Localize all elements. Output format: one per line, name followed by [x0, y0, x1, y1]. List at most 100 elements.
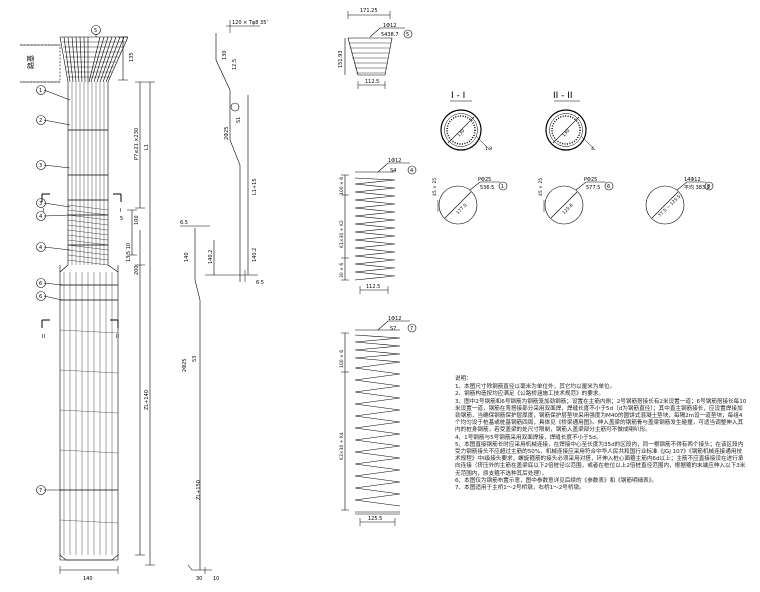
- ring-shape-6: [543, 181, 614, 225]
- hoop4-dim-c: 30 × 6: [339, 263, 345, 278]
- callout-num: 3: [39, 201, 42, 207]
- hoop4-width: 112.5: [366, 284, 380, 290]
- section-mark-ii-left: II: [42, 334, 45, 340]
- hoop4-circle: 4: [410, 168, 413, 174]
- hoop7-shape: [341, 320, 417, 526]
- top-hoop-width-bot: 112.5: [365, 79, 379, 85]
- bar2-dim-top: 6.5: [180, 220, 188, 226]
- ring-shape-8: [645, 181, 714, 225]
- note-item: 5、本图直接钢筋长时应采用机械连接，在焊接中心至长度为35d的区段内，同一根钢筋…: [455, 441, 746, 477]
- hoop7-dim-a: 100 × 6: [339, 350, 345, 368]
- design-notes: 说明： 1、本图尺寸除钢筋直径以毫米为单位外，其它均以厘米为单位。 2、钢筋构造…: [455, 376, 747, 492]
- ring8-len: 平均 383.2: [684, 184, 710, 191]
- ring6-circle: 6: [607, 184, 610, 190]
- ring1-circle: 1: [501, 184, 504, 190]
- bar2-dim-a: 140: [184, 252, 190, 262]
- top-hoop-width-top: 171.25: [360, 8, 378, 14]
- hoop7-tag: 1Φ12: [388, 316, 401, 322]
- callout-num: 2: [39, 118, 42, 124]
- bar2-bottom: 30: [196, 576, 202, 582]
- ring1-len: 536.5: [480, 185, 494, 191]
- section-mark-ii-right: II: [116, 334, 119, 340]
- dim-p-x230: P7≤21 ×230: [134, 128, 140, 160]
- pile-top-circle-num: 5: [94, 28, 97, 34]
- pile-callouts: [36, 25, 101, 495]
- callout-num: 6: [39, 294, 42, 300]
- ring6-len: 577.5: [586, 185, 600, 191]
- bar1-tag: 2Φ25: [224, 127, 230, 140]
- pile-elevation: [20, 34, 155, 574]
- callout-num: 7: [39, 488, 42, 494]
- note-item: 3、图中2号钢筋和6号钢筋为钢筋笼加劲钢筋；设置在主筋内侧；2号钢筋搭接长有2米…: [455, 398, 747, 434]
- hoop7-sub: S7: [390, 326, 396, 332]
- note-item: 7、本图适用于主桥1～2号桥墩，右桥1～2号桥墩。: [455, 485, 585, 492]
- hoop4-shape: [341, 162, 417, 294]
- section-mark-i-right: I: [120, 208, 121, 214]
- bar1-len: L1+15: [252, 178, 258, 195]
- top-hoop-shape: [344, 11, 413, 89]
- callout-num: 1: [39, 88, 42, 94]
- dim-200: 200: [134, 265, 140, 275]
- callout-num: 4: [39, 245, 42, 251]
- dim-l1: L1: [144, 144, 150, 150]
- ring6-side: 45 × 25: [538, 178, 544, 196]
- top-hoop-len: 5438.7: [381, 32, 399, 38]
- note-item: 2、钢筋构造按均应满足《公路桥涵施工技术规范》的要求。: [455, 391, 604, 398]
- bar1-bottom: 140.2: [252, 248, 258, 262]
- section-II: [545, 100, 596, 151]
- hoop4-dim-b: K1×30 + K2: [339, 220, 345, 248]
- dim-zl140: ZL+140: [144, 390, 150, 410]
- bar2-len: ZL+150: [196, 480, 202, 500]
- ring-shape-1: [437, 181, 508, 225]
- note-item: 6、本图仅为钢筋布置示意，图中参数意详见后续的《参数表》和《钢筋明细表》。: [455, 477, 658, 484]
- callout-num: 4: [39, 214, 42, 220]
- dim-bottom-140: 140: [83, 576, 93, 582]
- dim-135-10: 13.5 10: [126, 243, 132, 262]
- bar1-end: 6.5: [256, 280, 264, 286]
- bar2-bottom-r: 10: [213, 576, 219, 582]
- ring1-dim: 177.5: [455, 202, 468, 215]
- top-hoop-circle: 5: [406, 32, 409, 38]
- section-i-title: I - I: [451, 91, 465, 101]
- road-label: 路基: [26, 55, 35, 69]
- hoop4-dim-a: 100 × 6: [339, 177, 345, 195]
- section-i-r: 1.9: [485, 146, 492, 152]
- hoop7-dim-b: K3×30 + K4: [339, 432, 345, 460]
- ring8-dim: 77.5 ~ 125.5: [657, 194, 682, 219]
- bar1-dim-b: 12.5: [232, 59, 238, 70]
- hoop4-sub: S4: [390, 168, 396, 174]
- ring8-tag: 14Φ12: [684, 177, 701, 183]
- section-ii-title: II - II: [553, 91, 573, 101]
- section-ii-d: 130: [561, 128, 571, 138]
- bar1-top: 120 × Tφ8 35': [232, 20, 268, 26]
- ring8-circle: 8: [707, 184, 710, 190]
- bar1-dim-a: 130: [222, 50, 228, 60]
- top-hoop-side: 151.93: [338, 51, 344, 69]
- bar2-sub: S3: [192, 356, 198, 362]
- ring1-tag: PΦ25: [478, 177, 491, 183]
- callout-num: 6: [39, 281, 42, 287]
- dim-top-135: 135: [129, 52, 135, 62]
- top-hoop-tag: 1Φ12: [383, 23, 396, 29]
- hoop4-tag: 1Φ12: [388, 158, 401, 164]
- note-item: 1、本图尺寸除钢筋直径以毫米为单位外，其它均以厘米为单位。: [455, 384, 616, 391]
- ring1-side: 45 × 25: [432, 178, 438, 196]
- bar-shape-s3: [180, 225, 215, 574]
- notes-title: 说明：: [455, 376, 472, 382]
- bar1-sub: S1: [236, 117, 242, 123]
- note-item: 4、1号钢筋与5号钢筋采用双面焊接，焊缝长度不小于5d。: [455, 434, 602, 441]
- dim-5: 5: [120, 216, 123, 222]
- hoop7-width: 125.5: [368, 516, 382, 522]
- ring6-tag: PΦ25: [584, 177, 597, 183]
- callout-num: 3: [39, 163, 42, 169]
- bar-shape-s1: [205, 20, 260, 282]
- ring6-dim: 125.8: [561, 202, 574, 215]
- section-I: [440, 100, 491, 151]
- bar2-tag: 2Φ25: [182, 359, 188, 372]
- dim-100: 100: [134, 215, 140, 225]
- section-i-d: 130: [456, 128, 466, 138]
- bar2-dim-b: 140.2: [208, 250, 214, 264]
- section-mark-i-left: I: [43, 208, 44, 214]
- hoop7-circle: 7: [410, 326, 413, 332]
